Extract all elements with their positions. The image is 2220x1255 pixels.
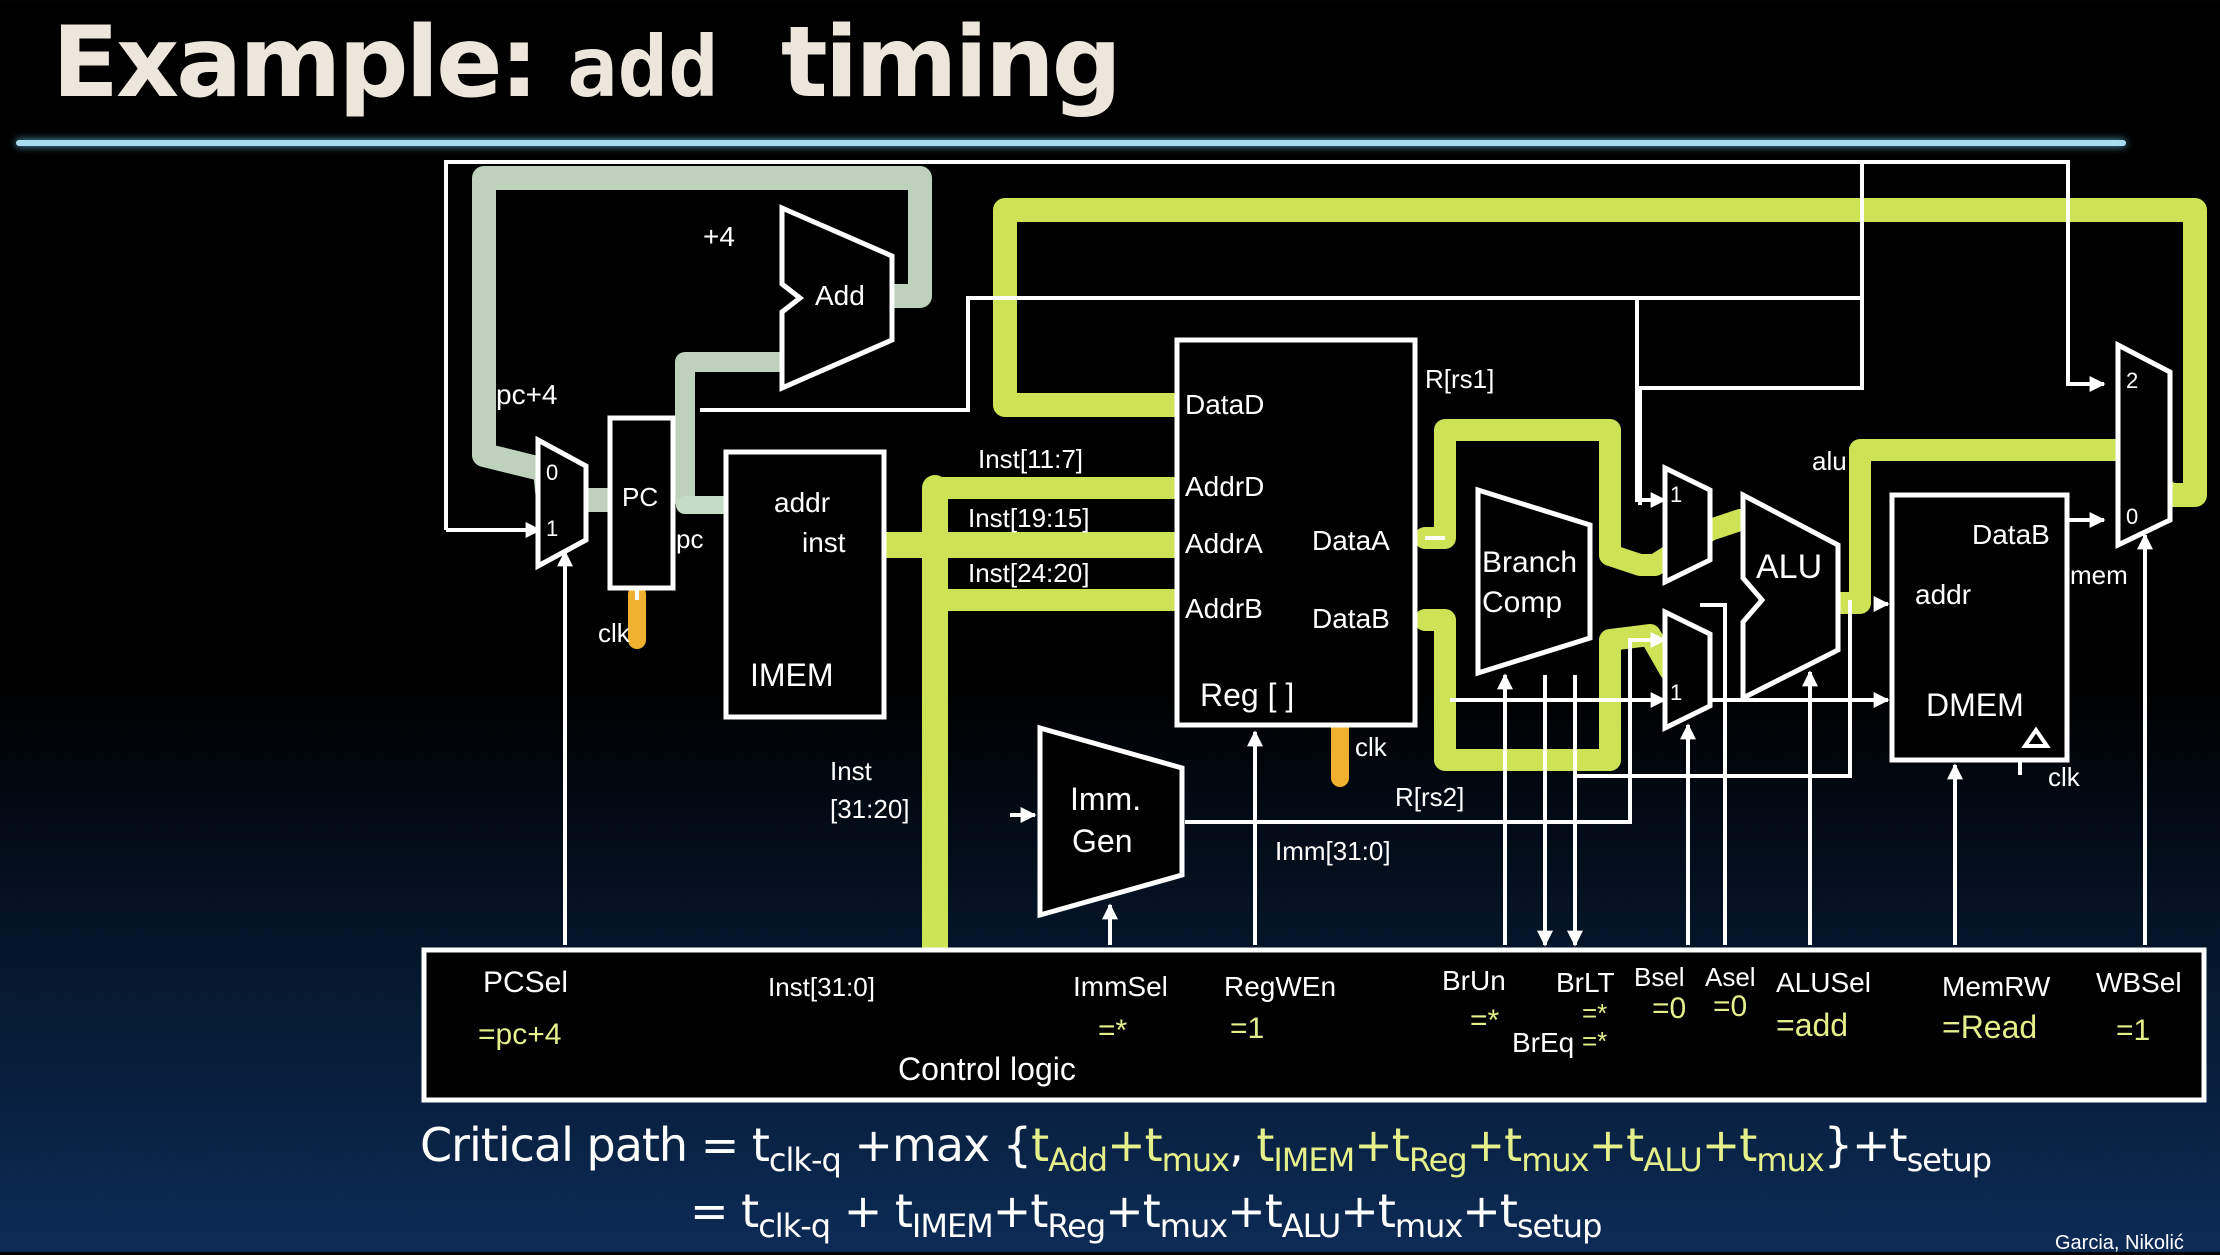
regfile-addra-label: AddrA: [1185, 528, 1263, 559]
pc-to-adder-highlight: [675, 352, 792, 510]
alusel-value: =add: [1776, 1007, 1848, 1043]
brlt-value: =*: [1582, 998, 1607, 1028]
imem-name-label: IMEM: [750, 657, 834, 693]
control-signals: PCSel =pc+4 Inst[31:0] ImmSel =* RegWEn …: [478, 962, 2182, 1087]
inst-imm-label-1: Inst: [830, 756, 873, 786]
alu-shape: [1740, 490, 1841, 703]
regwen-name: RegWEn: [1224, 971, 1336, 1002]
immgen-line1: Imm.: [1070, 781, 1141, 817]
rs1-label: R[rs1]: [1425, 364, 1494, 394]
asel-value: =0: [1713, 990, 1747, 1023]
dmem-addr-label: addr: [1915, 579, 1971, 610]
branch-comp-shape: [1475, 486, 1593, 677]
alu-name-label: ALU: [1756, 548, 1822, 586]
rs2-label: R[rs2]: [1395, 782, 1464, 812]
control-logic-box: [421, 947, 2207, 1103]
pc-clk-label: clk: [598, 618, 631, 648]
memrw-value: =Read: [1942, 1009, 2037, 1045]
immsel-value: =*: [1098, 1014, 1128, 1047]
b-mux-shape: [1662, 607, 1713, 733]
regfile-datab-label: DataB: [1312, 603, 1390, 634]
wires: [444, 160, 2153, 947]
inst-rs2-label: Inst[24:20]: [968, 558, 1089, 588]
wb-mux-in2: 2: [2126, 368, 2138, 393]
wbsel-value: =1: [2116, 1014, 2150, 1047]
pcsel-value: =pc+4: [478, 1018, 561, 1051]
imem-addr-label: addr: [774, 487, 830, 518]
immgen-line2: Gen: [1072, 823, 1132, 859]
regwen-value: =1: [1230, 1012, 1264, 1045]
dmem-clk-label: clk: [2048, 762, 2081, 792]
inst-rs1-label: Inst[19:15]: [968, 503, 1089, 533]
dmem-clk-triangle: [2021, 726, 2051, 748]
b-mux-in1: 1: [1670, 680, 1682, 705]
labels: +4 Add pc+4 0 1 PC pc clk addr inst IMEM…: [496, 221, 2138, 866]
imem-inst-label: inst: [802, 527, 846, 558]
wb-mux-shape: [2115, 340, 2173, 549]
immgen-shape: [1037, 724, 1185, 919]
regfile-datad-label: DataD: [1185, 389, 1264, 420]
imem-box: [723, 449, 887, 720]
pc-label: PC: [622, 482, 658, 512]
components: [421, 204, 2207, 1103]
adder-shape: [779, 204, 895, 392]
slide-title: Example: add timing: [52, 6, 1122, 120]
wb-to-datad-highlight: [993, 198, 2207, 507]
control-inst-label: Inst[31:0]: [768, 972, 875, 1002]
alusel-name: ALUSel: [1776, 967, 1871, 998]
regfile-dataa-label: DataA: [1312, 525, 1390, 556]
inst-rd-label: Inst[11:7]: [978, 444, 1083, 474]
pc-mux-in0: 0: [546, 460, 558, 485]
critical-path-line1: Critical path = tclk-q +max {tAdd+tmux, …: [420, 1118, 1992, 1179]
pc-mux-shape: [535, 435, 589, 571]
title-rule: [16, 140, 2126, 146]
brlt-name: BrLT: [1556, 967, 1615, 998]
pc-out-label: pc: [676, 524, 703, 554]
memrw-name: MemRW: [1942, 971, 2051, 1002]
breq-name: BrEq: [1512, 1027, 1574, 1058]
plus4-label: +4: [703, 221, 735, 252]
dmem-name-label: DMEM: [1926, 687, 2024, 723]
pc-plus4-label: pc+4: [496, 379, 558, 410]
brun-value: =*: [1470, 1004, 1500, 1037]
pc-mux-in1: 1: [546, 516, 558, 541]
asel-name: Asel: [1705, 962, 1756, 992]
control-logic-label: Control logic: [898, 1051, 1076, 1087]
bsel-value: =0: [1652, 992, 1686, 1025]
wbsel-name: WBSel: [2096, 967, 2182, 998]
regfile-box: [1174, 337, 1418, 728]
a-mux-shape: [1662, 463, 1713, 587]
author-credit: Garcia, Nikolić: [2055, 1232, 2184, 1254]
inst-imm-label-2: [31:20]: [830, 794, 910, 824]
breq-value: =*: [1582, 1026, 1607, 1056]
pcsel-name: PCSel: [483, 966, 568, 999]
dmem-box: [1889, 492, 2070, 763]
add-label: Add: [815, 280, 865, 311]
a-mux-in1: 1: [1670, 482, 1682, 507]
brun-name: BrUn: [1442, 965, 1506, 996]
bsel-name: Bsel: [1634, 962, 1685, 992]
critical-path-line2: = tclk-q + tIMEM+tReg+tmux+tALU+tmux+tse…: [690, 1184, 1602, 1245]
dmem-datab-label: DataB: [1972, 519, 2050, 550]
branch-line2: Comp: [1482, 586, 1562, 619]
imm-out-label: Imm[31:0]: [1275, 836, 1391, 866]
wb-mux-in0: 0: [2126, 504, 2138, 529]
regfile-addrd-label: AddrD: [1185, 471, 1264, 502]
branch-line1: Branch: [1482, 546, 1577, 579]
immsel-name: ImmSel: [1073, 971, 1168, 1002]
regfile-name-label: Reg [ ]: [1200, 677, 1294, 713]
alu-out-label: alu: [1812, 446, 1847, 476]
regfile-clk-label: clk: [1355, 732, 1388, 762]
wb-mux-mem-label: mem: [2070, 560, 2128, 590]
regfile-addrb-label: AddrB: [1185, 593, 1263, 624]
pc-register: [607, 415, 676, 591]
